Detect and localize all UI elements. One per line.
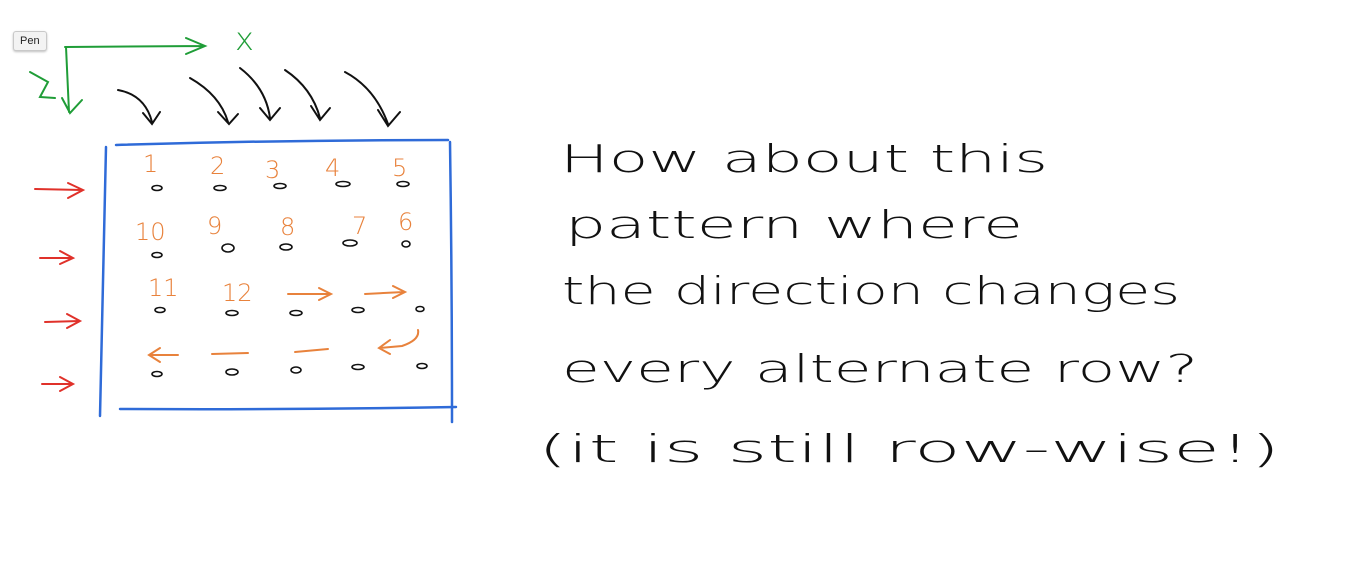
y-axis-tick — [29, 71, 56, 99]
x-axis-label: x — [235, 20, 254, 58]
row-arrow — [41, 376, 76, 392]
note-line: How about this — [560, 137, 1048, 181]
matrix-elements — [151, 180, 428, 378]
note-line: pattern where — [565, 203, 1023, 247]
note-line: (it is still row-wise!) — [538, 427, 1280, 471]
direction-strokes — [147, 285, 420, 363]
note-line: every alternate row? — [562, 347, 1198, 391]
cell-number: 3 — [265, 156, 280, 184]
cell-number: 8 — [280, 213, 295, 241]
cell-number: 7 — [352, 212, 367, 240]
cell-number: 4 — [325, 154, 340, 182]
cell-number: 9 — [207, 212, 222, 240]
col-arrow — [189, 77, 239, 126]
row-arrows — [34, 182, 86, 392]
column-arrows — [117, 67, 401, 128]
col-arrow — [284, 69, 331, 122]
row-arrow — [39, 250, 76, 265]
matrix-box — [98, 138, 458, 424]
pen-tool-tooltip: Pen — [13, 31, 47, 51]
x-axis-arrow — [64, 37, 208, 55]
row-arrow — [44, 313, 83, 329]
cell-number: 11 — [148, 274, 179, 302]
col-arrow — [117, 89, 161, 126]
row-arrow — [34, 182, 86, 199]
col-arrow — [344, 71, 401, 128]
y-axis-arrow — [61, 46, 83, 115]
col-arrow — [239, 67, 281, 122]
cell-number: 10 — [135, 218, 166, 246]
cell-number: 1 — [143, 150, 158, 178]
cell-number: 12 — [222, 279, 253, 307]
note-line: the direction changes — [562, 269, 1180, 313]
axes — [29, 37, 208, 115]
cell-number: 2 — [210, 152, 225, 180]
cell-number: 6 — [398, 208, 413, 236]
cell-number: 5 — [392, 154, 407, 182]
